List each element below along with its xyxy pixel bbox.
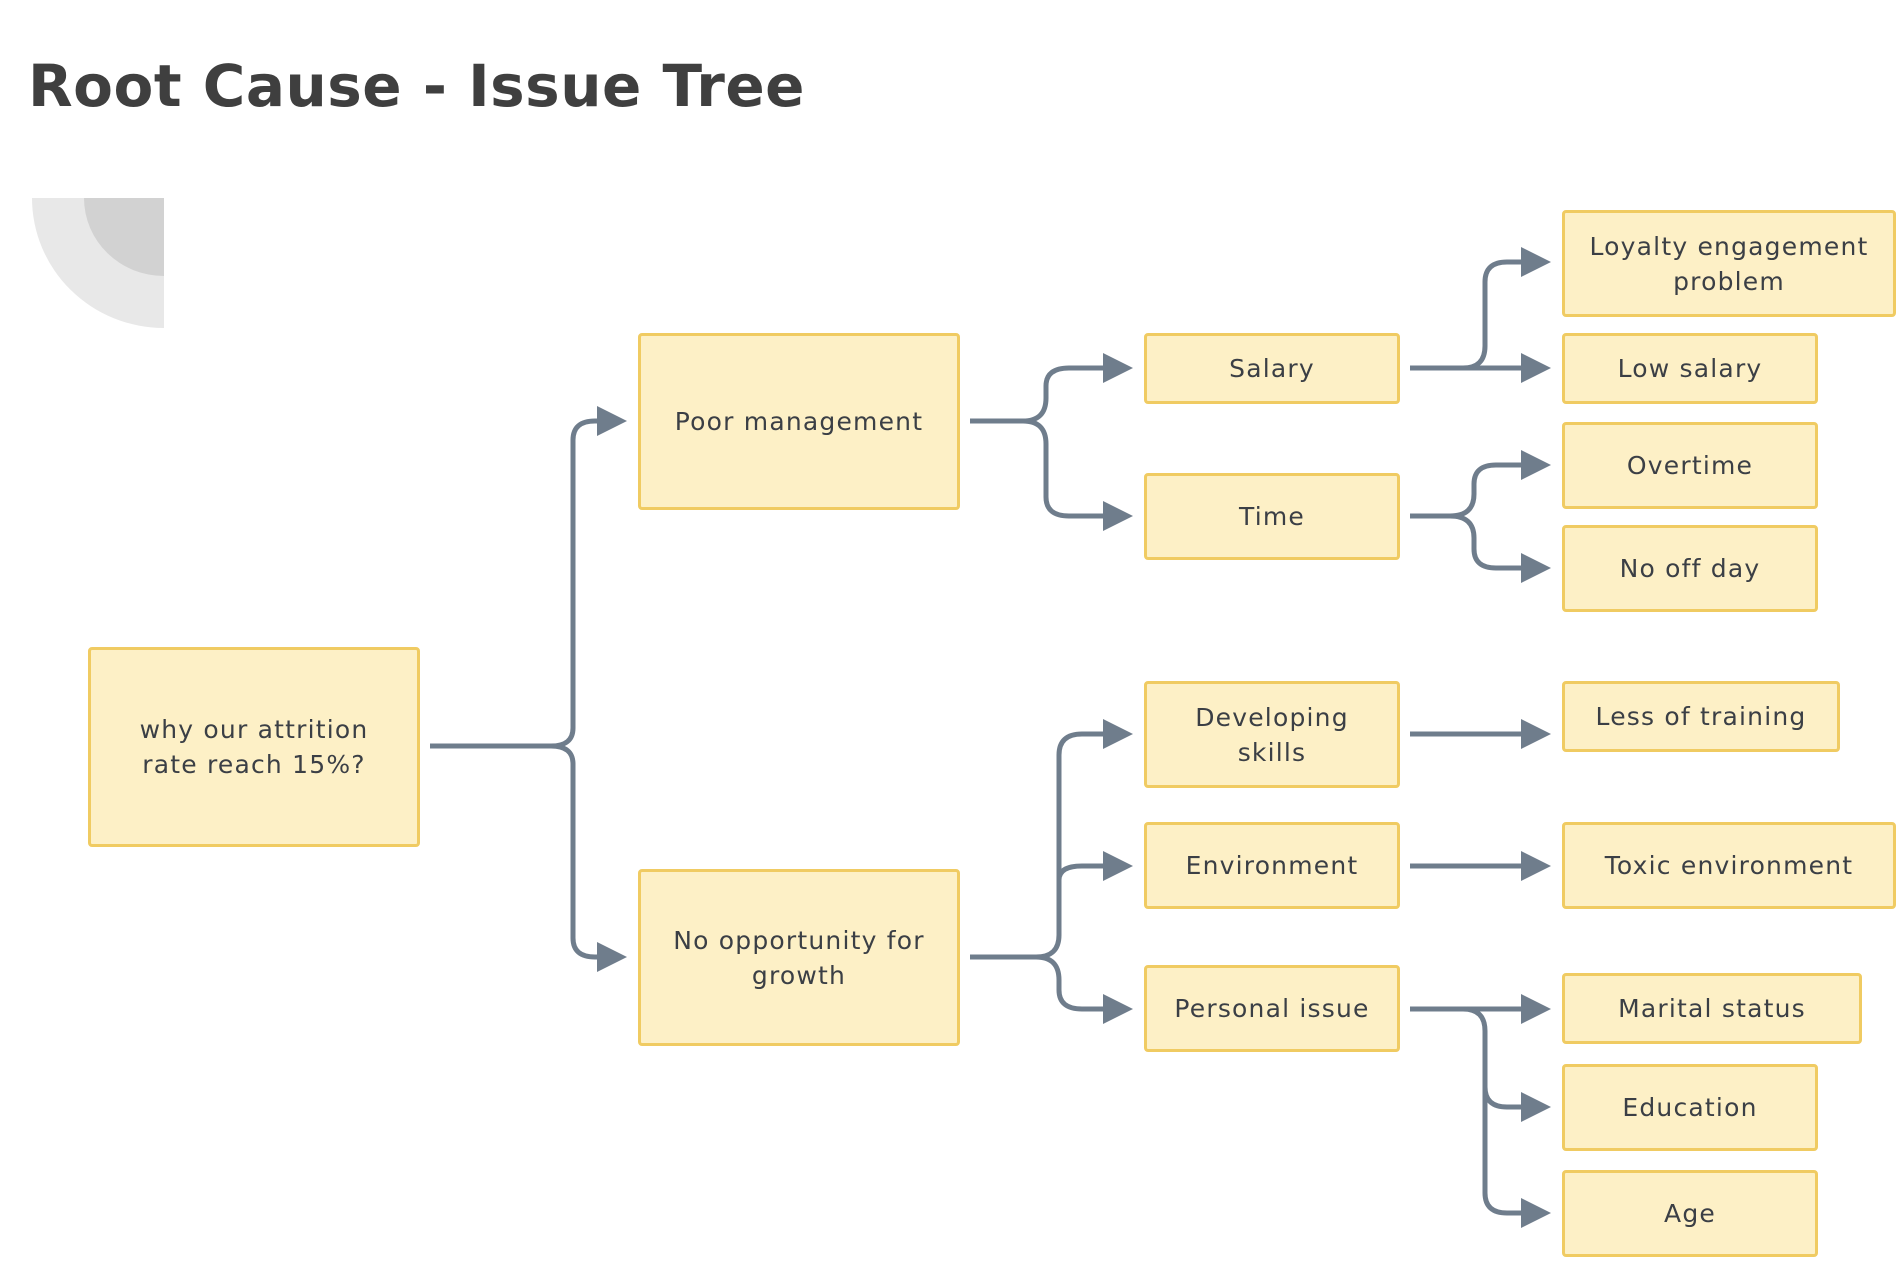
node-poor-management[interactable]: Poor management: [638, 333, 960, 510]
node-salary[interactable]: Salary: [1144, 333, 1400, 404]
connector-no-opportunity: [1056, 851, 1133, 881]
node-low-salary[interactable]: Low salary: [1562, 333, 1818, 404]
connector-personal-issue: [1482, 1087, 1551, 1228]
node-developing-skills[interactable]: Developing skills: [1144, 681, 1400, 788]
node-label: why our attrition rate reach 15%?: [139, 715, 369, 779]
connector-no-opportunity: [970, 719, 1133, 960]
node-label: Age: [1664, 1199, 1716, 1228]
node-overtime[interactable]: Overtime: [1562, 422, 1818, 509]
node-label: Salary: [1229, 354, 1315, 383]
page-title: Root Cause - Issue Tree: [28, 52, 805, 120]
node-marital-status[interactable]: Marital status: [1562, 973, 1862, 1044]
node-label: No opportunity for growth: [673, 925, 925, 990]
node-age[interactable]: Age: [1562, 1170, 1818, 1257]
node-label: Low salary: [1617, 354, 1763, 383]
connector-poor-management: [970, 353, 1133, 424]
connector-salary: [1410, 247, 1551, 371]
connector-poor-management: [1022, 418, 1133, 531]
connector-no-opportunity: [1035, 954, 1133, 1024]
node-toxic-environment[interactable]: Toxic environment: [1562, 822, 1896, 909]
node-time[interactable]: Time: [1144, 473, 1400, 560]
node-label: Overtime: [1626, 451, 1754, 480]
node-label: Loyalty engagement problem: [1589, 231, 1869, 296]
node-less-of-training[interactable]: Less of training: [1562, 681, 1840, 752]
node-label: Environment: [1185, 851, 1359, 880]
node-label: Less of training: [1595, 702, 1807, 731]
connector-root: [430, 406, 627, 749]
node-education[interactable]: Education: [1562, 1064, 1818, 1151]
node-label: No off day: [1619, 554, 1761, 583]
node-personal-issue[interactable]: Personal issue: [1144, 965, 1400, 1052]
node-label: Marital status: [1618, 994, 1806, 1023]
node-label: Developing skills: [1195, 702, 1349, 767]
connector-personal-issue: [1462, 1006, 1551, 1122]
decorative-quarter-circle-icon: [32, 198, 164, 328]
connector-root: [550, 743, 627, 972]
node-label: Education: [1622, 1093, 1758, 1122]
node-no-off-day[interactable]: No off day: [1562, 525, 1818, 612]
node-environment[interactable]: Environment: [1144, 822, 1400, 909]
root-question-node[interactable]: why our attrition rate reach 15%?: [88, 647, 420, 847]
node-label: Time: [1239, 502, 1305, 531]
node-label: Personal issue: [1174, 994, 1370, 1023]
node-loyalty-engagement-problem[interactable]: Loyalty engagement problem: [1562, 210, 1896, 317]
connector-time: [1410, 450, 1551, 519]
node-label: Poor management: [674, 407, 924, 436]
node-label: Toxic environment: [1604, 851, 1854, 880]
connector-time: [1449, 513, 1551, 583]
node-no-opportunity-for-growth[interactable]: No opportunity for growth: [638, 869, 960, 1046]
